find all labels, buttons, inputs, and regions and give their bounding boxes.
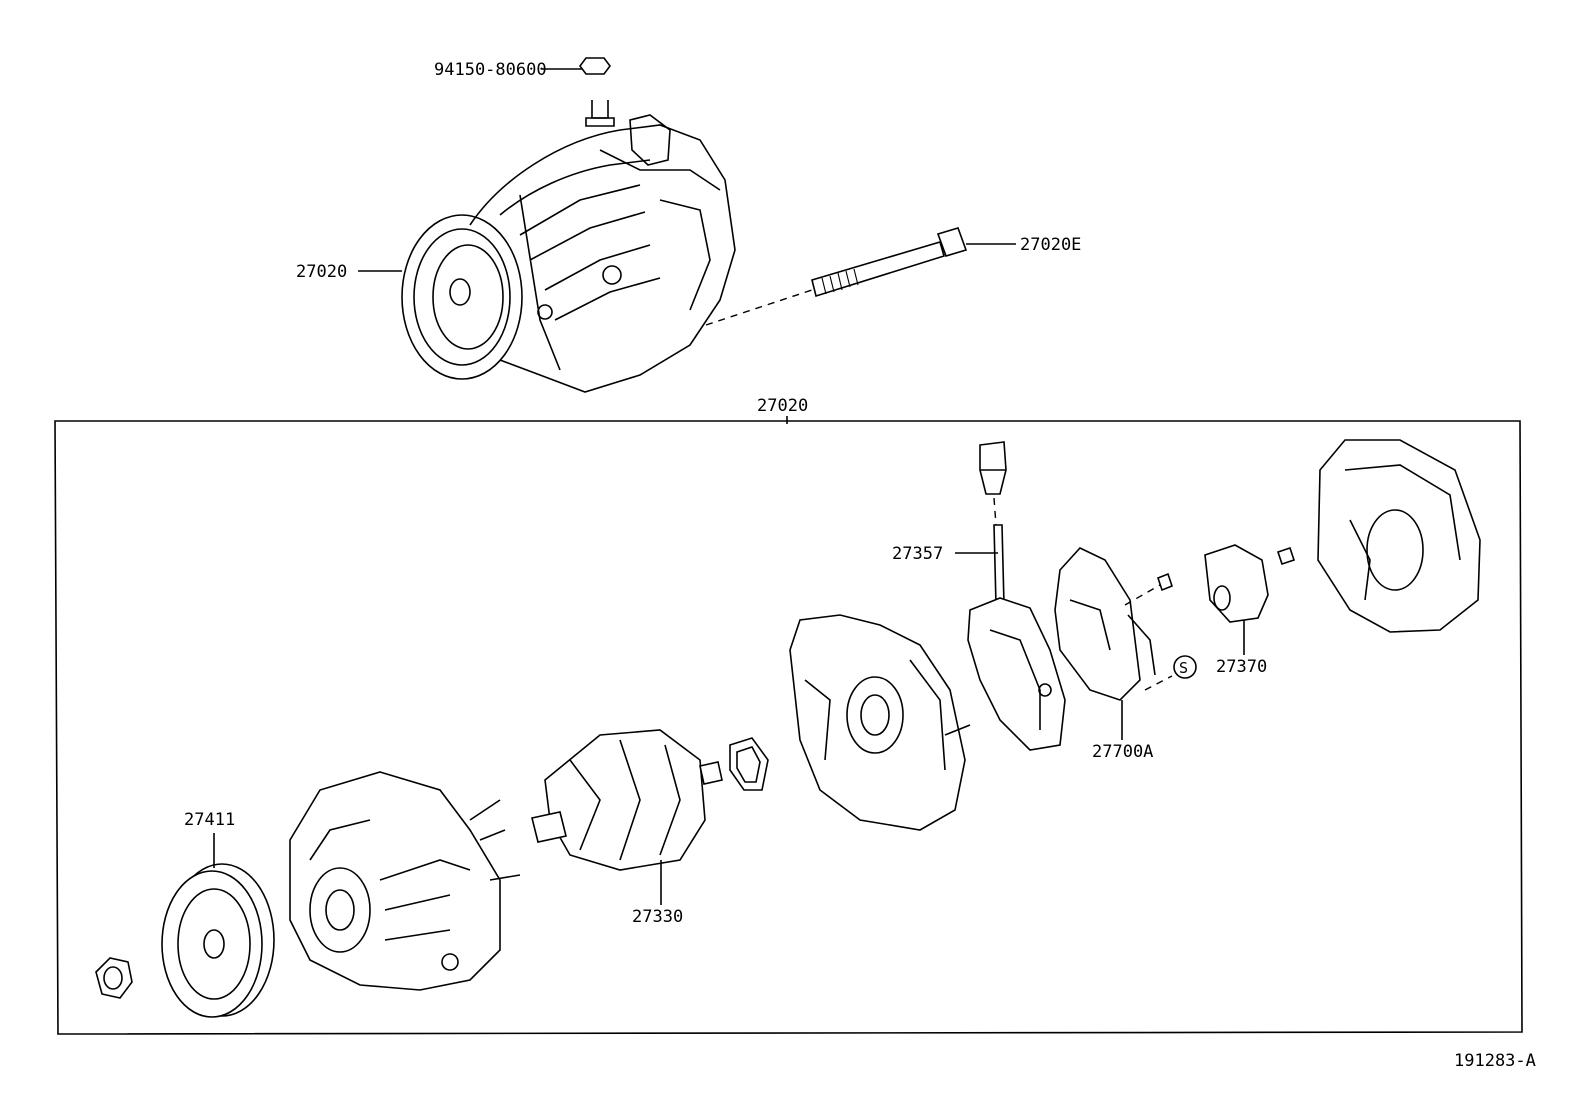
through-bolt-27020E[interactable] [705,227,968,326]
diagram-id: 191283-A [1454,1051,1536,1071]
drive-end-frame[interactable] [289,771,521,991]
rectifier-end-frame[interactable] [789,614,971,831]
rotor-27330[interactable] [531,729,723,871]
pulley-nut[interactable] [95,957,133,999]
regulator-27700A[interactable] [1054,547,1156,701]
rear-cover-27370[interactable] [1204,544,1269,623]
terminal-insulator[interactable] [979,441,1007,495]
pulley-27411[interactable] [161,863,275,1018]
regulator-screw[interactable] [1157,572,1173,592]
end-cover[interactable] [1317,439,1481,633]
symbol-s-text: S [1179,659,1188,677]
label-27700A: 27700A [1092,742,1153,762]
bearing-retainer-ring[interactable] [729,737,769,791]
brush-holder-27357[interactable] [967,524,1066,751]
label-27020-top: 27020 [296,262,347,282]
label-27411: 27411 [184,810,235,830]
alternator-assembly-drawing[interactable] [401,57,736,393]
label-27370: 27370 [1216,657,1267,677]
cover-screw[interactable] [1276,546,1296,566]
label-27020-assembly: 27020 [757,396,808,416]
exploded-view-frame [54,420,1523,1035]
label-27330: 27330 [632,907,683,927]
label-27357: 27357 [892,544,943,564]
symbol-s-marker: S [1173,655,1197,679]
label-27020E: 27020E [1020,235,1081,255]
label-94150-80600: 94150-80600 [434,60,547,80]
